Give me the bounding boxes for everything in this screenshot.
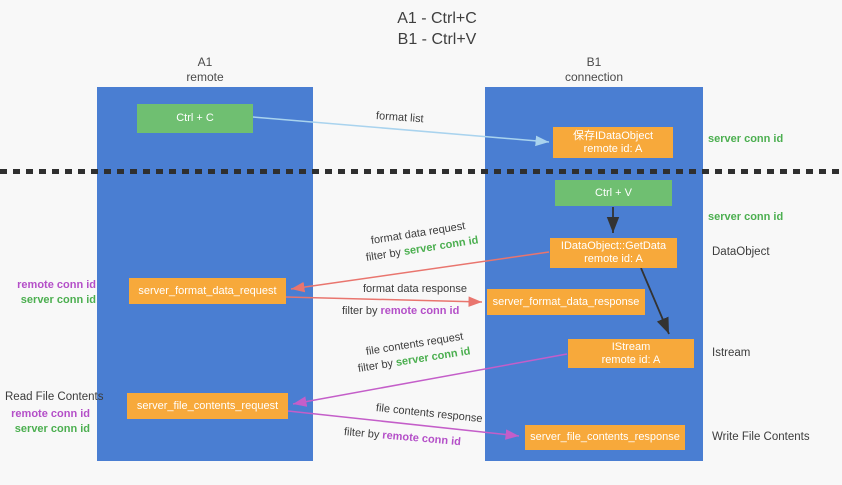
ctrl-c-label: Ctrl + C (176, 112, 214, 124)
left-remote-conn-id-top-label: remote conn id (17, 279, 96, 291)
istream-line1: IStream (611, 340, 651, 353)
getdata-line2: remote id: A (584, 253, 643, 265)
diagram-title: A1 - Ctrl+C B1 - Ctrl+V (287, 8, 587, 50)
server-file-contents-request-label: server_file_contents_request (136, 399, 279, 412)
format-data-response-label: format data response (363, 283, 467, 295)
format-list-label: format list (375, 110, 424, 126)
server-file-contents-response-label: server_file_contents_response (530, 431, 680, 443)
ctrl-c-node: Ctrl + C (137, 104, 253, 133)
server-format-data-request-label: server_format_data_request (138, 284, 277, 297)
getdata-node: IDataObject::GetData remote id: A (550, 238, 677, 268)
ctrl-v-node: Ctrl + V (555, 180, 672, 206)
file-contents-response-filter-value: remote conn id (381, 429, 462, 449)
server-file-contents-request-node: server_file_contents_request (127, 393, 288, 419)
save-dataobject-node: 保存IDataObject remote id: A (553, 127, 673, 158)
file-contents-response-label: file contents response (375, 402, 484, 426)
server-file-contents-response-node: server_file_contents_response (525, 425, 685, 450)
lane-header-a1: A1 remote (105, 55, 305, 85)
lane-a1-subtitle: remote (186, 70, 224, 84)
title-line-2: B1 - Ctrl+V (397, 31, 477, 48)
left-server-conn-id-top-label: server conn id (20, 294, 96, 306)
ctrl-v-label: Ctrl + V (595, 186, 632, 199)
file-contents-request-filter-prefix: filter by (357, 357, 394, 375)
dotted-separator (0, 169, 842, 174)
format-data-response-arrow (285, 296, 483, 307)
right-server-conn-id-mid-label: server conn id (708, 211, 784, 223)
left-server-conn-id-bottom-label: server conn id (14, 423, 90, 435)
format-data-request-filter-prefix: filter by (365, 246, 402, 264)
format-data-response-filter-prefix: filter by (342, 305, 378, 317)
lane-header-b1: B1 connection (494, 55, 694, 85)
server-format-data-response-label: server_format_data_response (492, 295, 640, 308)
write-file-contents-label: Write File Contents (712, 431, 810, 443)
dataobject-label: DataObject (712, 246, 770, 258)
getdata-line1: IDataObject::GetData (560, 240, 667, 252)
format-data-response-filter-value: remote conn id (380, 305, 460, 317)
server-format-data-response-node: server_format_data_response (487, 289, 645, 315)
lane-b1-subtitle: connection (564, 70, 624, 84)
istream-line2: remote id: A (601, 353, 661, 366)
file-contents-response-filter-prefix: filter by (343, 426, 380, 442)
right-server-conn-id-top-label: server conn id (708, 133, 784, 145)
lane-a1-name: A1 (197, 55, 213, 69)
istream-node: IStream remote id: A (568, 339, 694, 368)
save-dataobject-line2: remote id: A (583, 142, 643, 155)
server-format-data-request-node: server_format_data_request (129, 278, 286, 304)
istream-side-label: Istream (712, 347, 751, 359)
lane-b1-name: B1 (586, 55, 602, 69)
title-line-1: A1 - Ctrl+C (397, 10, 477, 27)
save-dataobject-line1: 保存IDataObject (572, 129, 654, 142)
left-remote-conn-id-bottom-label: remote conn id (11, 408, 90, 420)
read-file-contents-label: Read File Contents (5, 391, 104, 403)
